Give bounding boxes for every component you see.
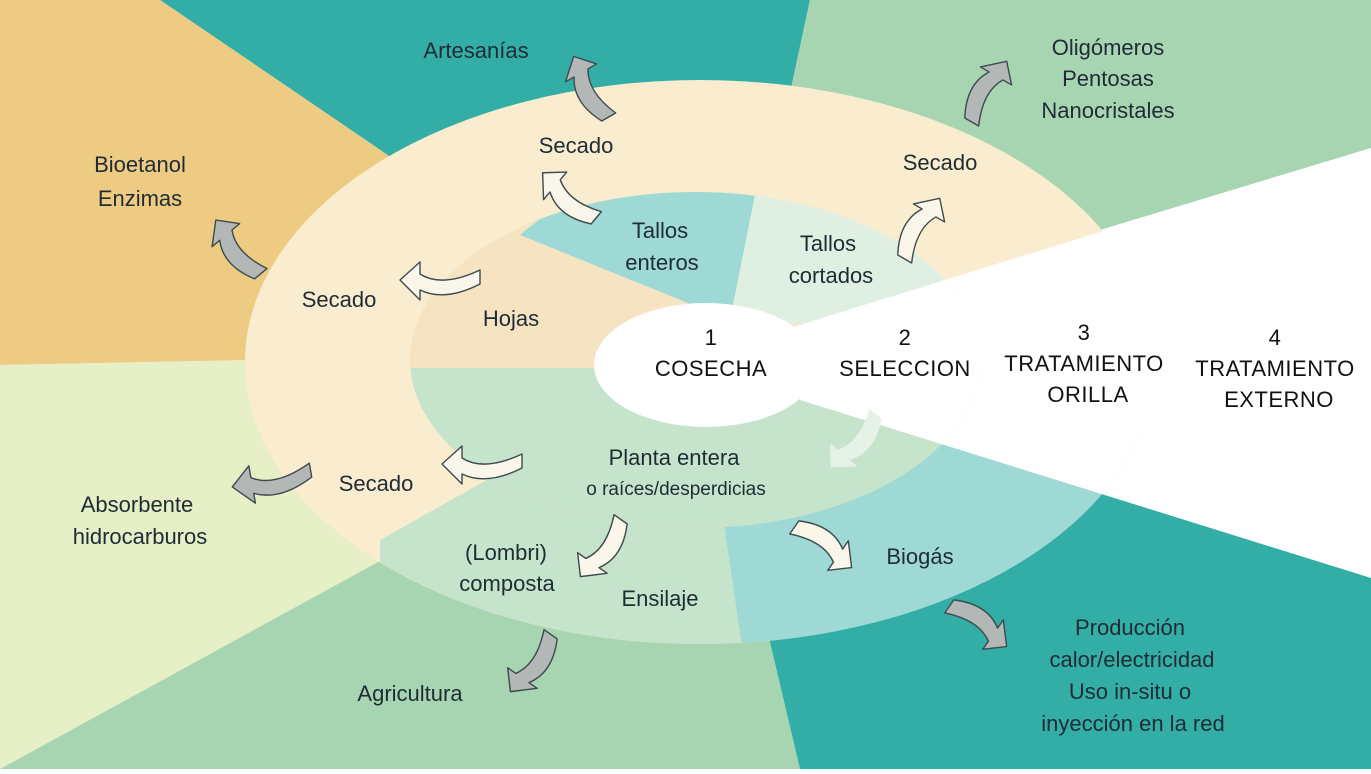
inner-labels: Tallos enteros Tallos cortados Hojas Pla…: [483, 218, 873, 500]
curved-arrow-icon: [897, 197, 946, 264]
planta-entera-label: Planta entera: [609, 445, 741, 470]
stage-3-name-line1: TRATAMIENTO: [1004, 351, 1164, 376]
secado-bottom-label: Secado: [339, 471, 414, 496]
curved-arrow-icon: [788, 520, 853, 572]
absorbente-line1: Absorbente: [81, 492, 194, 517]
outer-ring-white-wedge: [790, 148, 1155, 578]
curved-arrow-icon: [231, 462, 313, 504]
oligomeros-line2: Pentosas: [1062, 66, 1154, 91]
produccion-line3: Uso in-situ o: [1069, 679, 1191, 704]
ensilaje-label: Ensilaje: [621, 586, 698, 611]
stage-1-name: COSECHA: [655, 356, 767, 381]
produccion-line4: inyección en la red: [1041, 711, 1224, 736]
curved-arrow-icon: [576, 513, 628, 578]
curved-arrow-icon: [541, 171, 603, 225]
center-ellipse: [594, 303, 818, 427]
stage-2-name: SELECCION: [839, 356, 971, 381]
absorbente-line2: hidrocarburos: [73, 524, 208, 549]
stage-3-name-line2: ORILLA: [1047, 382, 1128, 407]
bioetanol-line1: Bioetanol: [94, 152, 186, 177]
stage-3-number: 3: [1078, 320, 1091, 345]
curved-arrow-icon: [506, 628, 558, 693]
curved-arrow-icon: [399, 261, 481, 301]
secado-left-label: Secado: [302, 287, 377, 312]
middle-labels: Secado Secado Secado Secado (Lombri) com…: [302, 133, 978, 611]
tallos-enteros-line2: enteros: [625, 250, 698, 275]
compost-line1: (Lombri): [465, 540, 547, 565]
produccion-line1: Producción: [1075, 615, 1185, 640]
artesanias-label: Artesanías: [423, 38, 528, 63]
curved-arrow-icon: [564, 55, 617, 122]
stage-4-name-line1: TRATAMIENTO: [1195, 356, 1355, 381]
biogas-label: Biogás: [886, 544, 953, 569]
tallos-cortados-line1: Tallos: [800, 231, 856, 256]
compost-line2: composta: [459, 571, 555, 596]
secado-right-label: Secado: [903, 150, 978, 175]
hojas-label: Hojas: [483, 306, 539, 331]
oligomeros-line1: Oligómeros: [1052, 35, 1164, 60]
arrows: [211, 55, 1013, 693]
stage-labels: 1 COSECHA 2 SELECCION 3 TRATAMIENTO ORIL…: [655, 320, 1355, 412]
curved-arrow-icon: [943, 599, 1008, 651]
tallos-enteros-line1: Tallos: [632, 218, 688, 243]
curved-arrow-icon: [441, 445, 523, 485]
raices-label: o raíces/desperdicias: [586, 479, 766, 500]
stage-1-number: 1: [705, 325, 718, 350]
stage-4-number: 4: [1269, 325, 1282, 350]
oligomeros-line3: Nanocristales: [1041, 98, 1174, 123]
produccion-line2: calor/electricidad: [1049, 647, 1214, 672]
output-labels: Artesanías Oligómeros Pentosas Nanocrist…: [73, 35, 1225, 736]
bioetanol-line2: Enzimas: [98, 186, 182, 211]
stage-2-number: 2: [899, 325, 912, 350]
curved-arrow-icon: [830, 408, 882, 468]
curved-arrow-icon: [964, 60, 1013, 127]
agricultura-label: Agricultura: [357, 681, 463, 706]
stage-4-name-line2: EXTERNO: [1224, 387, 1334, 412]
secado-top-label: Secado: [539, 133, 614, 158]
tallos-cortados-line2: cortados: [789, 263, 873, 288]
curved-arrow-icon: [211, 219, 268, 280]
